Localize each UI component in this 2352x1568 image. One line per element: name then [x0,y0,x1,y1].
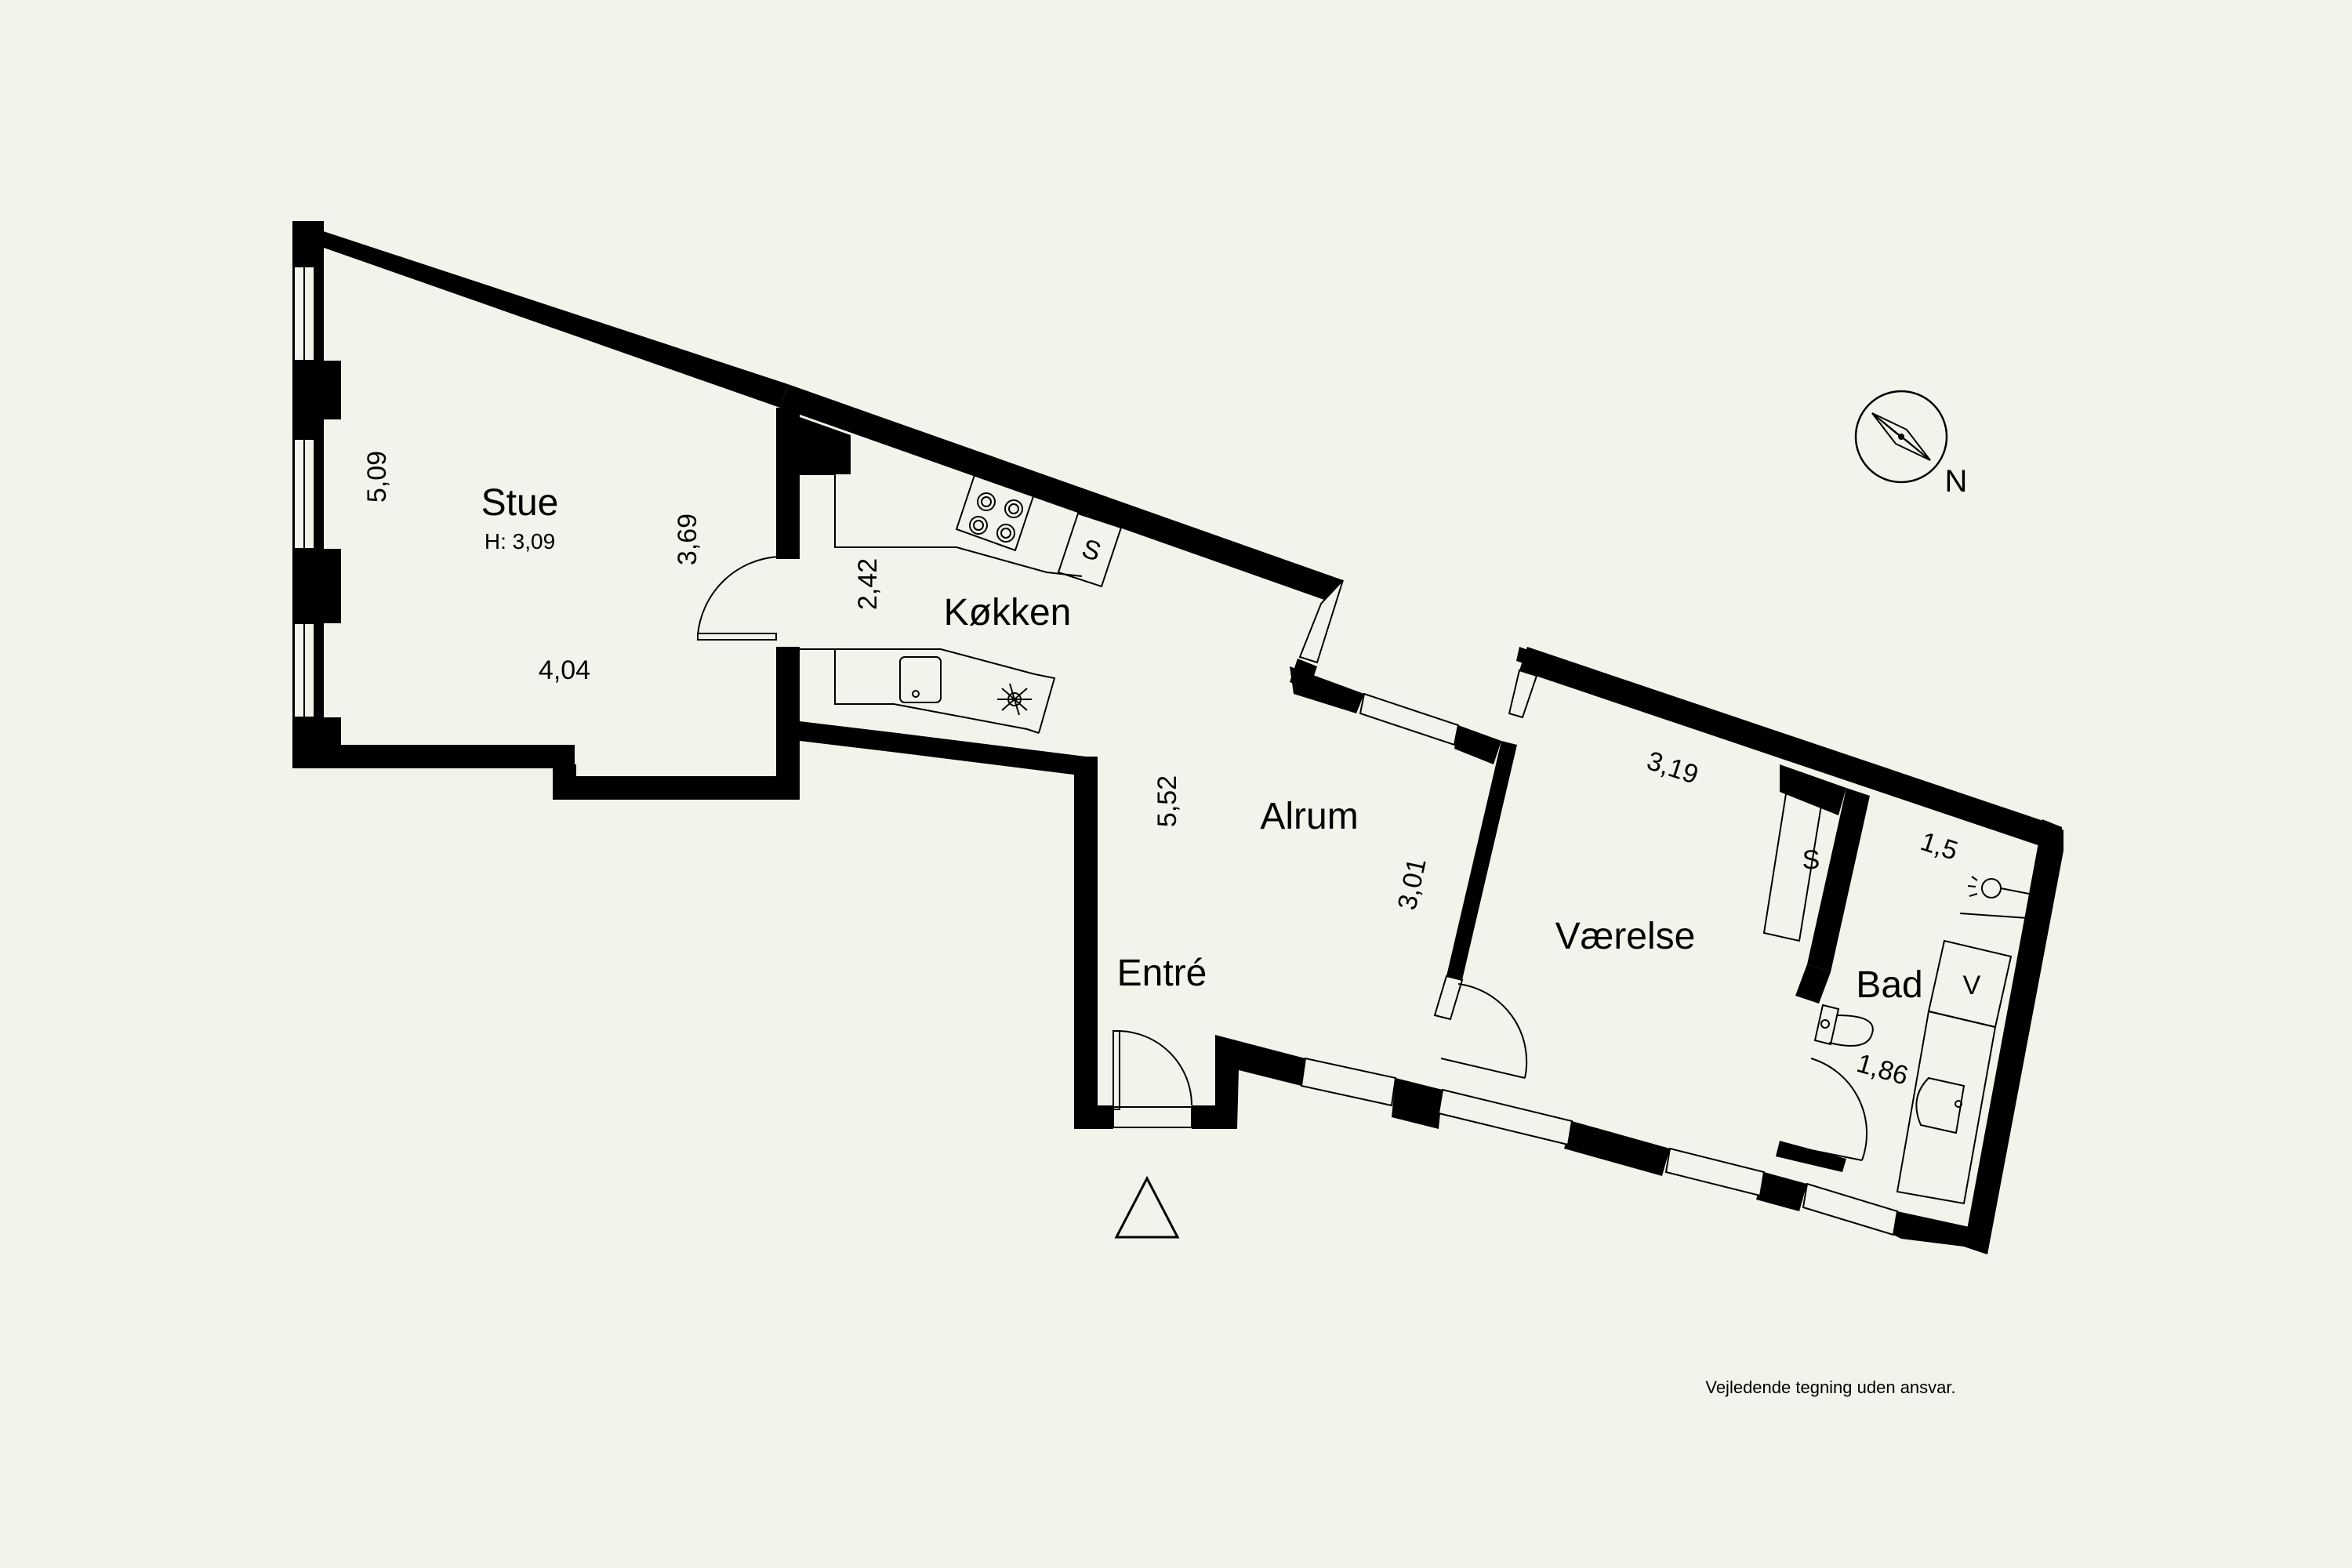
dim-bad-length: 1,86 [1853,1048,1911,1091]
entrance-arrow-icon [1114,1175,1180,1239]
stove-icon [955,469,1036,552]
dishwasher-icon [997,683,1032,716]
toilet-icon [1813,1004,1874,1047]
dimension-labels: 5,09 4,04 3,69 2,42 5,52 3,01 3,19 1,5 1… [362,451,1962,1091]
dim-alrum-length: 5,52 [1152,775,1182,827]
walls [292,221,2063,1254]
dim-stue-width: 4,04 [539,655,590,685]
dim-bad-width: 1,5 [1917,826,1962,866]
kitchen-fixtures: S [796,469,1123,734]
washbasin-icon [1915,1076,1965,1134]
compass-north-label: N [1945,464,1968,499]
room-height-stue: H: 3,09 [485,529,555,554]
room-name-vaerelse: Værelse [1555,916,1696,957]
bathroom-fixtures: V [1813,876,2039,1205]
washer-label: V [1963,971,1981,1000]
shower-icon [1959,876,2039,920]
room-name-bad: Bad [1856,964,1922,1006]
dim-vaerelse: 3,19 [1643,746,1702,790]
wardrobe-label: S [1802,845,1820,875]
dim-kokken: 2,42 [853,558,883,610]
dim-stue-height: 5,09 [362,451,392,503]
compass: N [1854,390,1968,499]
compass-icon [1854,390,1948,484]
windows [293,266,1899,1236]
bedroom-fixtures: S [1762,782,1824,942]
room-name-kokken: Køkken [944,592,1072,633]
room-labels: Stue H: 3,09 Køkken Alrum Entré Værelse … [481,482,1923,1006]
room-name-alrum: Alrum [1260,796,1358,837]
doors [697,553,1868,1161]
kitchen-cabinet-label: S [1078,533,1105,567]
dim-alrum-width: 3,01 [1392,855,1432,913]
room-name-stue: Stue [481,482,559,524]
disclaimer-text: Vejledende tegning uden ansvar. [1705,1377,1955,1397]
sink-icon [899,656,942,703]
dim-stue-depth: 3,69 [673,514,702,565]
room-name-entre: Entré [1117,953,1207,994]
